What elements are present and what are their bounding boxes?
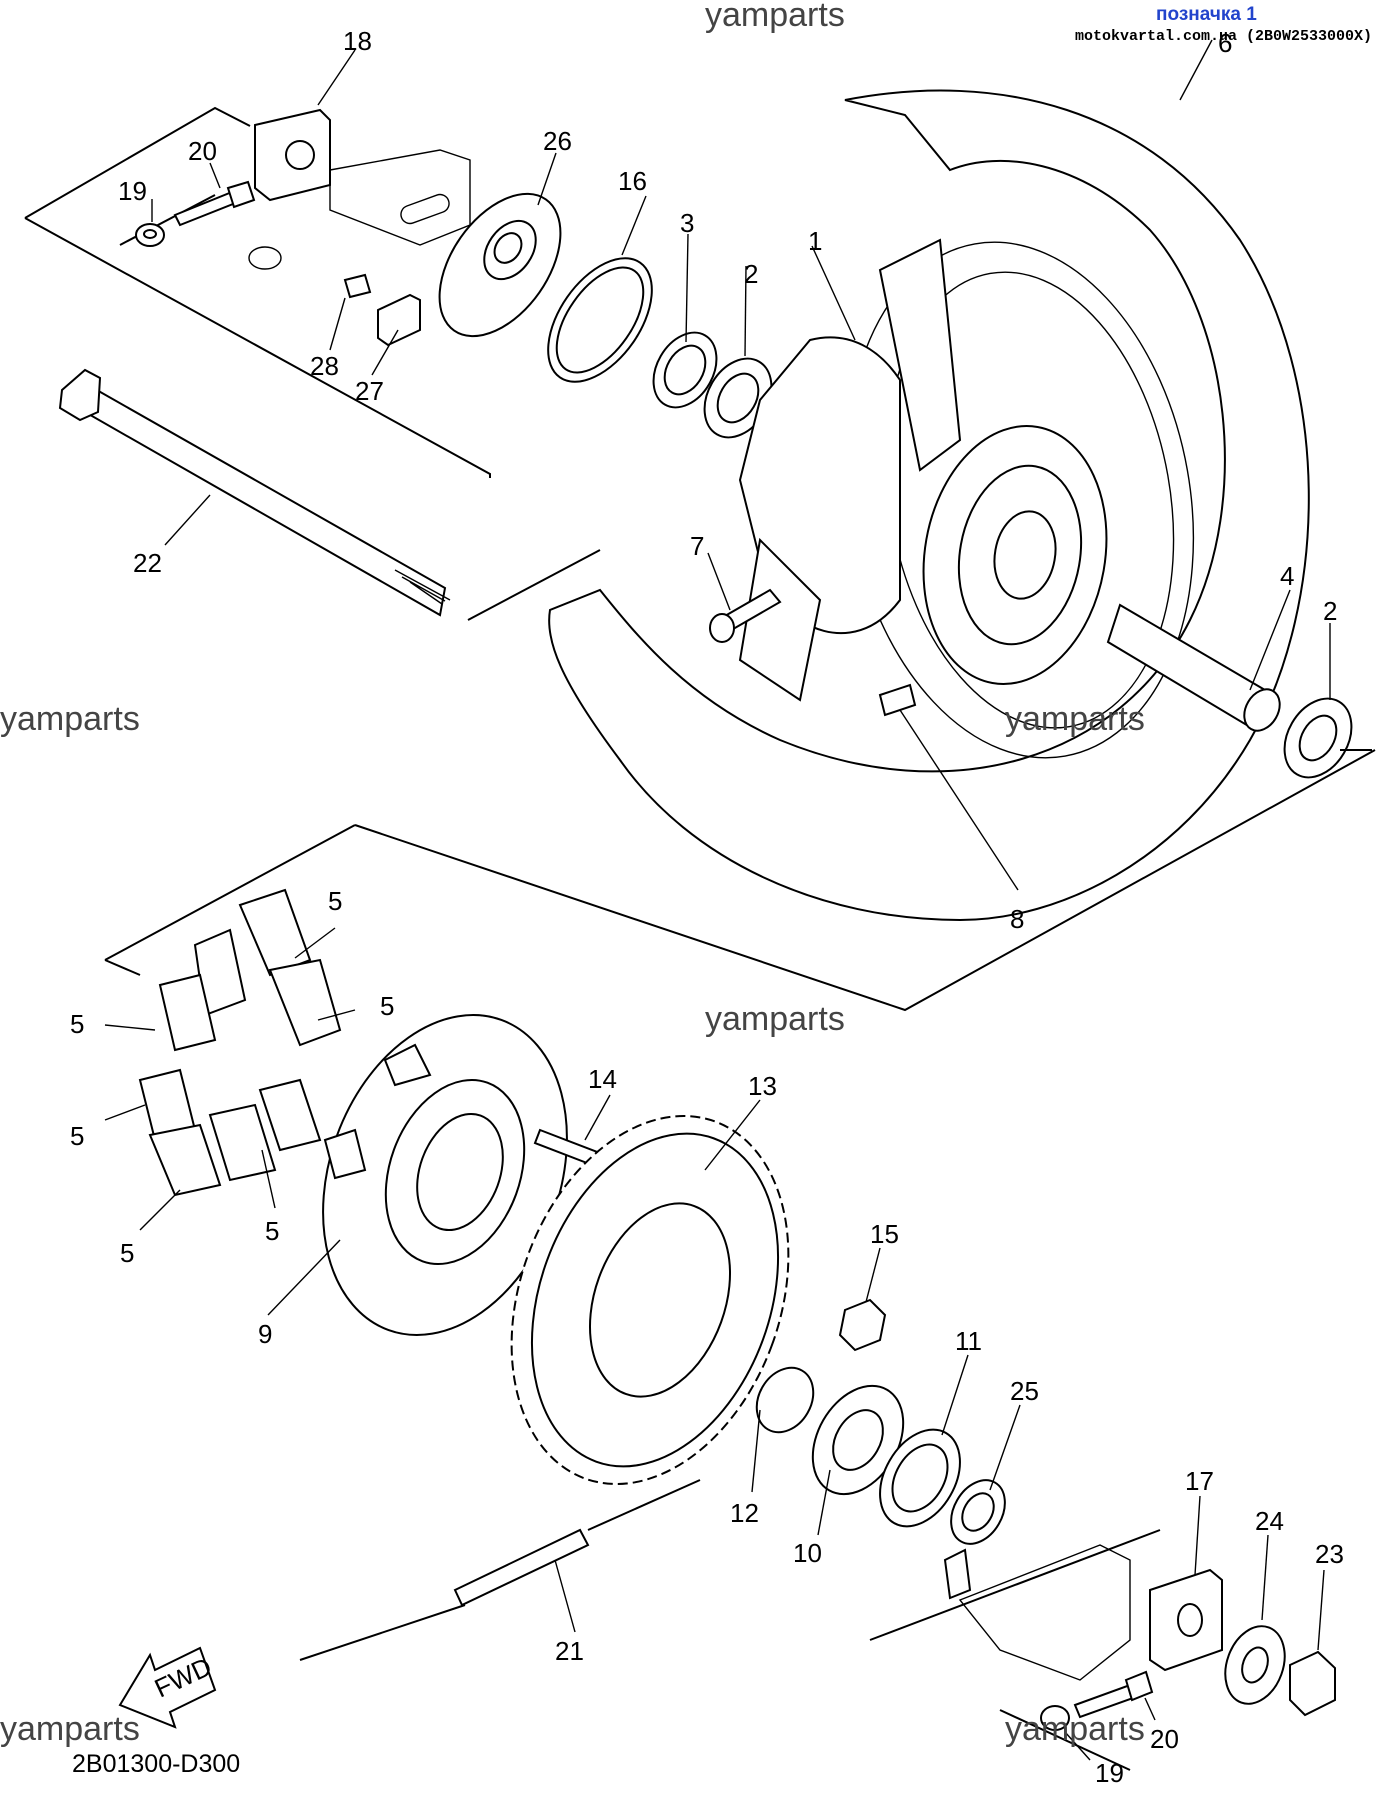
callout-24: 24	[1255, 1506, 1284, 1536]
watermarks: yamparts yamparts yamparts yamparts yamp…	[0, 0, 1145, 1748]
callout-13: 13	[748, 1071, 777, 1101]
sprocket	[510, 1115, 790, 1485]
callout-28: 28	[310, 351, 339, 381]
watermark-top: yamparts	[705, 0, 845, 34]
callout-12: 12	[730, 1498, 759, 1528]
leader-lines	[104, 39, 1331, 1761]
seal-and-bearings-left	[547, 257, 773, 439]
callout-14: 14	[588, 1064, 617, 1094]
watermark-bottom-right: yamparts	[1005, 1710, 1145, 1748]
callout-11: 11	[955, 1326, 982, 1356]
callout-19-top: 19	[118, 176, 147, 206]
callout-1: 1	[808, 226, 822, 256]
mark-label: позначка 1	[1156, 4, 1257, 25]
callout-21: 21	[555, 1636, 584, 1666]
callout-18: 18	[343, 26, 372, 56]
chain	[299, 1479, 701, 1661]
upper-chain-puller-group	[24, 106, 562, 478]
callout-19-bottom: 19	[1095, 1758, 1124, 1788]
callout-27: 27	[355, 376, 384, 406]
callout-20-bottom: 20	[1150, 1724, 1179, 1754]
callout-6: 6	[1218, 28, 1232, 58]
callout-5-b: 5	[380, 991, 394, 1021]
right-side-bearings	[755, 1366, 1006, 1545]
callout-9: 9	[258, 1319, 272, 1349]
callout-2-top: 2	[744, 259, 758, 289]
watermark-bottom-left: yamparts	[0, 1710, 140, 1748]
callout-5-d: 5	[70, 1121, 84, 1151]
callout-26: 26	[543, 126, 572, 156]
callout-5-f: 5	[265, 1216, 279, 1246]
callout-25: 25	[1010, 1376, 1039, 1406]
site-code: motokvartal.com.ua (2B0W2533000X)	[1075, 28, 1373, 45]
collar-and-bearing-right	[1106, 603, 1372, 779]
watermark-center: yamparts	[705, 1000, 845, 1038]
axle-part	[58, 368, 601, 621]
diagram-code: 2B01300-D300	[72, 1750, 241, 1778]
callout-8: 8	[1010, 904, 1024, 934]
watermark-left: yamparts	[0, 700, 140, 738]
callout-5-c: 5	[70, 1009, 84, 1039]
callout-2-right: 2	[1323, 596, 1337, 626]
callout-15: 15	[870, 1219, 899, 1249]
callout-20-top: 20	[188, 136, 217, 166]
callout-16: 16	[618, 166, 647, 196]
callout-5-e: 5	[120, 1238, 134, 1268]
callout-3: 3	[680, 208, 694, 238]
callout-22: 22	[133, 548, 162, 578]
callout-4: 4	[1280, 561, 1294, 591]
nut-part	[838, 1298, 887, 1352]
wheel-and-tire	[354, 89, 1376, 1012]
clutch-hub	[322, 1014, 568, 1336]
callout-17: 17	[1185, 1466, 1214, 1496]
watermark-right: yamparts	[1005, 700, 1145, 738]
callout-7: 7	[690, 531, 704, 561]
callout-numbers: 18 20 19 26 16 3 2 1 6 28 27 22 7 4 2 8 …	[70, 26, 1344, 1788]
callout-10: 10	[793, 1538, 822, 1568]
callout-23: 23	[1315, 1539, 1344, 1569]
damper-group	[104, 824, 356, 1197]
callout-5-a: 5	[328, 886, 342, 916]
lower-chain-puller-group	[869, 1529, 1336, 1771]
